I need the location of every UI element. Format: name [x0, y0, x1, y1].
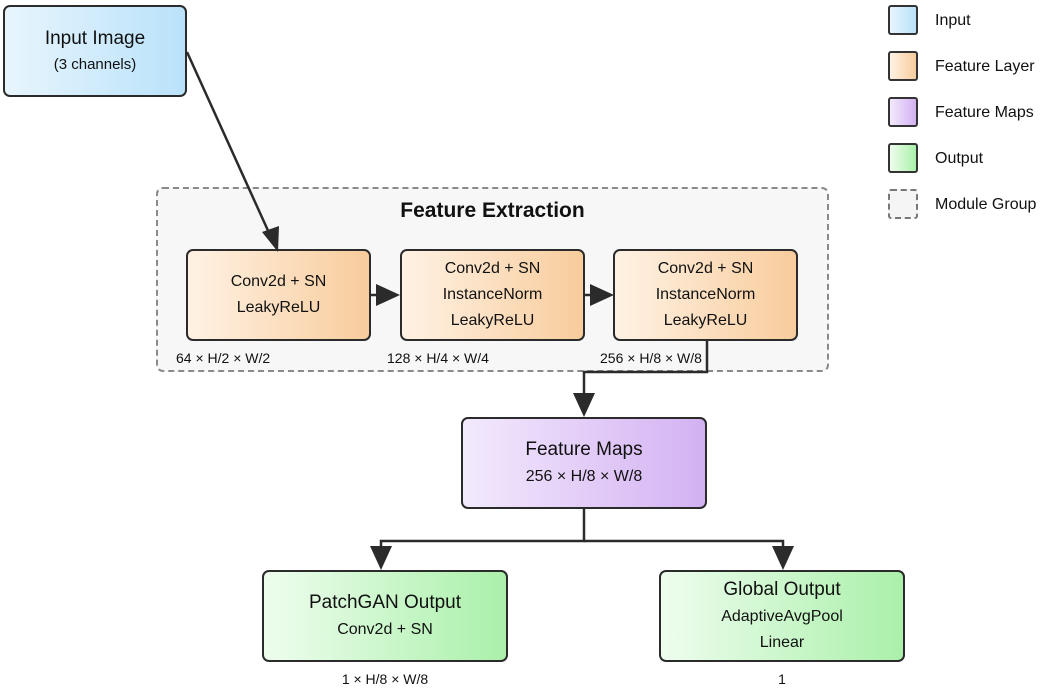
legend-label: Feature Maps — [935, 104, 1034, 121]
legend-label: Module Group — [935, 196, 1037, 213]
legend-swatch-feature-maps — [888, 97, 918, 127]
node-subtitle: 256 × H/8 × W/8 — [525, 468, 643, 485]
node-line: AdaptiveAvgPool — [721, 608, 843, 625]
arrowhead-patchgan — [370, 546, 392, 570]
legend-swatch-output — [888, 143, 918, 173]
patchgan-output-dim: 1 × H/8 × W/8 — [341, 671, 429, 687]
node-title: PatchGAN Output — [308, 592, 462, 613]
layer-line: Conv2d + SN — [444, 260, 541, 277]
arrowhead-layer3 — [590, 284, 614, 306]
layer-line: InstanceNorm — [655, 286, 756, 303]
edge-maps-to-outputs — [379, 509, 586, 553]
conv-layer-2: Conv2d + SN InstanceNorm LeakyReLU — [400, 249, 585, 341]
layer-line: InstanceNorm — [442, 286, 543, 303]
group-title: Feature Extraction — [400, 199, 585, 222]
node-subtitle: (3 channels) — [53, 56, 137, 73]
legend-swatch-feature-layer — [888, 51, 918, 81]
layer-line: Conv2d + SN — [657, 260, 754, 277]
conv-layer-3: Conv2d + SN InstanceNorm LeakyReLU — [613, 249, 798, 341]
node-title: Input Image — [44, 28, 146, 49]
node-title: Global Output — [723, 579, 841, 600]
arrowhead-global — [772, 546, 794, 570]
node-title: Feature Maps — [525, 439, 643, 460]
edge-layer3-to-maps — [582, 341, 709, 398]
layer-line: Conv2d + SN — [230, 273, 327, 290]
arrowhead-layer1 — [262, 226, 279, 252]
legend-label: Input — [935, 12, 971, 29]
global-output-node: Global Output AdaptiveAvgPool Linear — [659, 570, 905, 662]
layer-2-dim: 128 × H/4 × W/4 — [387, 350, 489, 366]
legend-label: Output — [935, 150, 984, 167]
arrowhead-maps — [573, 393, 595, 417]
layer-3-dim: 256 × H/8 × W/8 — [600, 350, 702, 366]
input-image-node: Input Image (3 channels) — [3, 5, 187, 97]
global-output-dim: 1 — [778, 671, 786, 687]
legend-label: Feature Layer — [935, 58, 1035, 75]
layer-line: LeakyReLU — [450, 312, 535, 329]
layer-line: LeakyReLU — [236, 299, 321, 316]
legend-swatch-module-group — [888, 189, 918, 219]
arrowhead-layer2 — [376, 284, 400, 306]
node-line: Linear — [759, 634, 805, 651]
feature-maps-node: Feature Maps 256 × H/8 × W/8 — [461, 417, 707, 509]
legend-swatch-input — [888, 5, 918, 35]
node-line: Conv2d + SN — [337, 621, 433, 638]
edge-maps-to-global — [584, 539, 785, 553]
layer-line: LeakyReLU — [663, 312, 748, 329]
layer-1-dim: 64 × H/2 × W/2 — [176, 350, 271, 366]
edge-input-to-layer1 — [185, 51, 272, 236]
conv-layer-1: Conv2d + SN LeakyReLU — [186, 249, 371, 341]
patchgan-output-node: PatchGAN Output Conv2d + SN — [262, 570, 508, 662]
